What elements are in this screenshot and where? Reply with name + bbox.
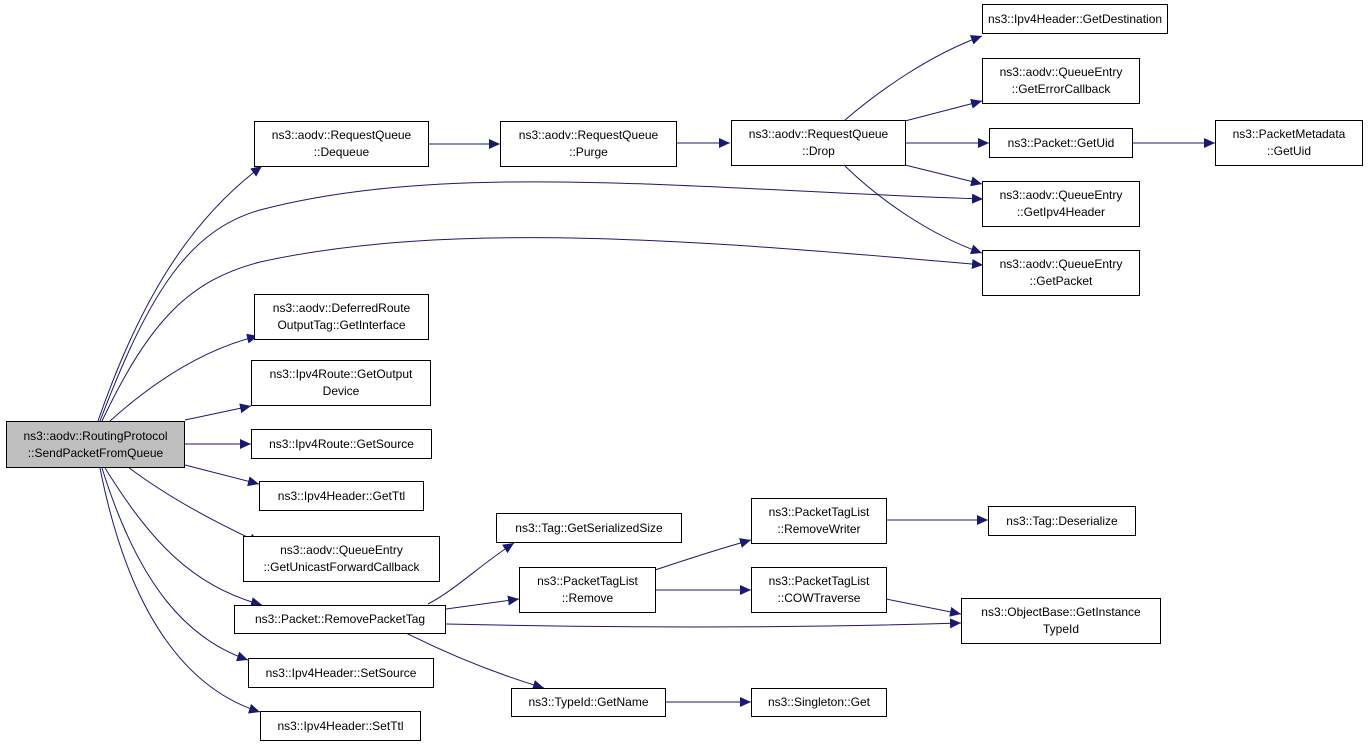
node-label-line2: ::COWTraverse <box>777 591 861 605</box>
node-object-base-get-instance-typeid[interactable]: ns3::ObjectBase::GetInstance TypeId <box>961 598 1161 644</box>
node-ipv4header-set-ttl[interactable]: ns3::Ipv4Header::SetTtl <box>260 711 421 741</box>
node-packet-remove-packet-tag[interactable]: ns3::Packet::RemovePacketTag <box>234 605 446 634</box>
node-label-line1: ns3::Ipv4Header::SetTtl <box>277 718 404 733</box>
node-label-line1: ns3::Ipv4Route::GetSource <box>269 436 414 451</box>
node-label-line1: ns3::aodv::RequestQueue <box>518 128 659 142</box>
edge-root-getttl <box>184 464 260 487</box>
node-label-line2: ::GetPacket <box>1029 274 1093 288</box>
node-ipv4header-set-source[interactable]: ns3::Ipv4Header::SetSource <box>248 658 434 688</box>
edge-ptlremove-removewriter <box>654 538 752 571</box>
node-label-line1: ns3::Ipv4Route::GetOutput <box>269 367 413 381</box>
edge-root-setttl <box>99 467 261 714</box>
node-label-line2: ::GetErrorCallback <box>1011 82 1111 96</box>
node-label-line1: ns3::aodv::RoutingProtocol <box>23 428 168 443</box>
node-request-queue-drop[interactable]: ns3::aodv::RequestQueue ::Drop <box>731 120 906 166</box>
node-label-line2: ::Dequeue <box>313 145 370 159</box>
node-tag-get-serialized-size[interactable]: ns3::Tag::GetSerializedSize <box>496 513 682 543</box>
edge-drop-getipv4header <box>904 164 983 187</box>
node-label-line1: ns3::aodv::RequestQueue <box>748 127 889 141</box>
node-label-line1: ns3::PacketTagList <box>537 574 638 588</box>
edge-root-removepackettag <box>104 467 263 607</box>
node-label-line1: ns3::Packet::GetUid <box>1007 135 1115 150</box>
node-packet-tag-list-remove-writer[interactable]: ns3::PacketTagList ::RemoveWriter <box>751 498 887 544</box>
edge-removepackettag-ptlremove <box>445 595 520 610</box>
root-node-send-packet-from-queue: ns3::aodv::RoutingProtocol ::SendPacketF… <box>6 421 185 468</box>
node-ipv4route-get-output-device[interactable]: ns3::Ipv4Route::GetOutput Device <box>251 360 431 406</box>
node-label-line1: ns3::Tag::GetSerializedSize <box>515 520 663 535</box>
node-label-line1: ns3::TypeId::GetName <box>528 695 649 709</box>
node-typeid-get-name[interactable]: ns3::TypeId::GetName <box>511 688 666 717</box>
node-packet-get-uid[interactable]: ns3::Packet::GetUid <box>989 128 1133 158</box>
node-request-queue-purge[interactable]: ns3::aodv::RequestQueue ::Purge <box>500 121 677 167</box>
node-tag-deserialize[interactable]: ns3::Tag::Deserialize <box>988 506 1136 536</box>
node-queue-entry-get-error-callback[interactable]: ns3::aodv::QueueEntry ::GetErrorCallback <box>982 58 1140 104</box>
node-label-line1: ns3::Ipv4Header::GetTtl <box>277 488 406 503</box>
node-packet-metadata-get-uid[interactable]: ns3::PacketMetadata ::GetUid <box>1215 120 1363 166</box>
node-label-line1: ns3::aodv::DeferredRoute <box>272 301 411 315</box>
edge-drop-getdestination <box>844 35 983 121</box>
node-label-line2: ::Purge <box>569 145 608 159</box>
node-packet-tag-list-remove[interactable]: ns3::PacketTagList ::Remove <box>519 567 656 613</box>
edge-root-getoutputdevice <box>184 403 252 421</box>
node-queue-entry-get-ipv4-header[interactable]: ns3::aodv::QueueEntry ::GetIpv4Header <box>982 181 1140 227</box>
node-label-line1: ns3::Singleton::Get <box>767 695 871 709</box>
node-label-line1: ns3::Ipv4Header::SetSource <box>265 665 417 680</box>
node-packet-tag-list-cow-traverse[interactable]: ns3::PacketTagList ::COWTraverse <box>751 567 887 613</box>
node-deferred-route-output-tag-get-interface[interactable]: ns3::aodv::DeferredRoute OutputTag::GetI… <box>254 294 429 340</box>
node-label-line2: OutputTag::GetInterface <box>277 318 406 332</box>
node-label-line1: ns3::PacketTagList <box>768 574 870 588</box>
node-label-line1: ns3::aodv::QueueEntry <box>999 65 1123 79</box>
node-label-line1: ns3::PacketTagList <box>768 505 870 519</box>
edge-root-getpacket <box>101 237 984 422</box>
node-request-queue-dequeue[interactable]: ns3::aodv::RequestQueue ::Dequeue <box>254 121 429 167</box>
node-ipv4header-get-ttl[interactable]: ns3::Ipv4Header::GetTtl <box>259 481 424 511</box>
node-label-line1: ns3::aodv::QueueEntry <box>999 188 1123 202</box>
node-label-line2: ::GetIpv4Header <box>1016 205 1106 219</box>
edge-root-setsource <box>101 467 249 662</box>
node-label-line2: ::SendPacketFromQueue <box>27 445 164 460</box>
node-label-line1: ns3::aodv::RequestQueue <box>271 128 412 142</box>
edge-removepackettag-getinstancetypeid <box>445 618 962 629</box>
node-label-line1: ns3::ObjectBase::GetInstance <box>981 605 1141 619</box>
edge-root-getipv4header <box>99 181 984 422</box>
node-label-line2: ::RemoveWriter <box>777 522 861 536</box>
node-label-line2: ::GetUid <box>1266 144 1311 158</box>
node-label-line2: Device <box>322 384 360 398</box>
node-ipv4route-get-source[interactable]: ns3::Ipv4Route::GetSource <box>251 429 432 459</box>
edge-removepackettag-getname <box>405 632 545 690</box>
edge-root-dequeue <box>97 165 263 422</box>
node-label-line1: ns3::Ipv4Header::GetDestination <box>987 11 1163 26</box>
edge-drop-getpacket <box>844 165 983 255</box>
edge-root-getunicastforwardcallback <box>127 466 261 544</box>
node-label-line2: ::GetUnicastForwardCallback <box>263 560 420 574</box>
node-label-line2: ::Drop <box>802 144 835 158</box>
node-label-line1: ns3::aodv::QueueEntry <box>280 543 403 557</box>
node-label-line1: ns3::Packet::RemovePacketTag <box>254 612 426 626</box>
edge-cowtraverse-getinstancetypeid <box>885 598 962 617</box>
node-queue-entry-get-unicast-forward-callback[interactable]: ns3::aodv::QueueEntry ::GetUnicastForwar… <box>243 536 440 582</box>
node-label-line2: ::Remove <box>561 591 614 605</box>
node-label-line2: TypeId <box>1042 622 1080 636</box>
node-singleton-get[interactable]: ns3::Singleton::Get <box>751 688 887 717</box>
node-label-line1: ns3::aodv::QueueEntry <box>999 257 1123 271</box>
node-queue-entry-get-packet[interactable]: ns3::aodv::QueueEntry ::GetPacket <box>982 250 1140 296</box>
edge-root-getinterface <box>109 333 259 422</box>
node-label-line1: ns3::Tag::Deserialize <box>1006 513 1118 528</box>
edge-removepackettag-getserializedsize <box>427 542 515 605</box>
node-label-line1: ns3::PacketMetadata <box>1232 127 1346 141</box>
edge-drop-geterrorcallback <box>904 98 983 122</box>
node-ipv4header-get-destination[interactable]: ns3::Ipv4Header::GetDestination <box>982 4 1168 34</box>
